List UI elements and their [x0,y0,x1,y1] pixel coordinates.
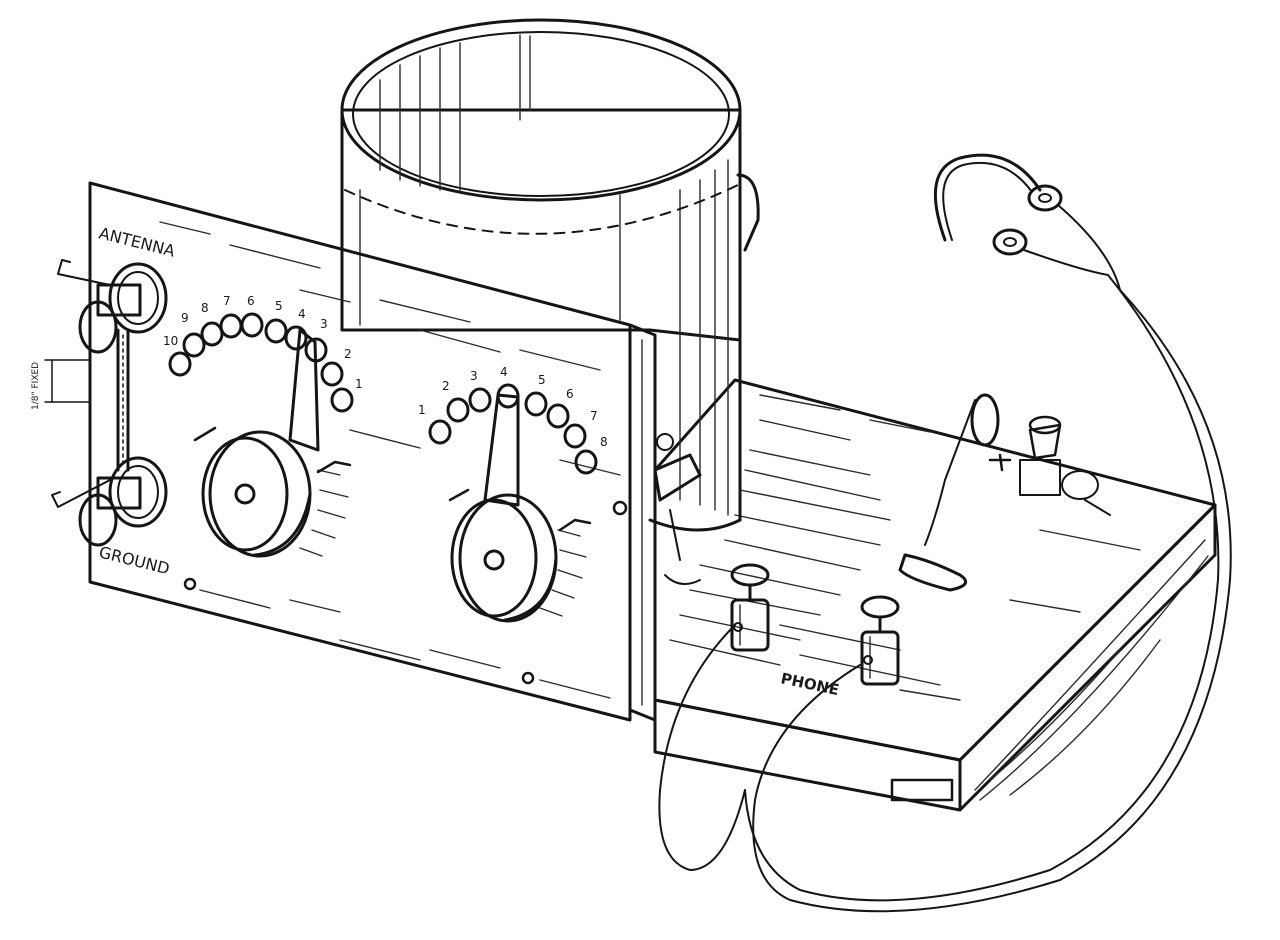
jumper-strip [44,328,130,472]
screw-icon [521,671,535,685]
screw-icon [183,577,197,591]
contact-point [182,332,206,358]
dial-number: 1 [355,377,363,391]
coil-body-shading [359,159,729,516]
contact-point [546,403,570,429]
contact-point [219,313,243,339]
contact-point [284,325,308,351]
dial-number: 8 [600,435,608,449]
contact-point [563,423,587,449]
dial-number: 5 [275,299,283,313]
dial-number: 4 [500,365,508,379]
board-shading [669,394,1141,701]
dial-number: 6 [566,387,574,401]
dial-number: 9 [181,311,189,325]
dial-number: 2 [344,347,352,361]
dial-number: 7 [590,409,598,423]
dial-number: 2 [442,379,450,393]
earpiece-icon [992,228,1028,256]
headphones [658,153,1232,913]
antenna-binding-post[interactable] [57,259,168,354]
contact-point [428,419,452,445]
contact-point [200,321,224,347]
contact-point [168,351,192,377]
front-panel: ANTENNA GROUND 1/8" FIXED [31,181,657,722]
contact-point [574,449,598,475]
dial-number: 1 [418,403,426,417]
contact-point [524,391,548,417]
dial-number: 3 [470,369,478,383]
phone-terminal-left [730,563,770,652]
dial-number: 4 [298,307,306,321]
left-tuning-knob[interactable] [193,328,352,558]
contact-point [264,318,288,344]
contact-point [240,312,264,338]
tuning-coil-cylinder [340,18,760,532]
dial-number: 8 [201,301,209,315]
antenna-label: ANTENNA [97,223,177,260]
phone-terminal-right [860,595,900,686]
fixed-label: 1/8" FIXED [31,362,41,410]
contact-point [320,361,344,387]
dial-number: 5 [538,373,546,387]
dial-number: 6 [247,294,255,308]
ground-label: GROUND [97,542,172,578]
screw-icon [612,500,628,516]
wood-grain [974,539,1209,801]
left-dial-numbers: 10 9 8 7 6 5 4 3 2 1 [163,294,363,391]
right-tuning-knob[interactable] [448,393,592,623]
contact-point [330,387,354,413]
dial-number: 10 [163,334,178,348]
ground-binding-post[interactable] [51,456,168,547]
earpiece-icon [1027,184,1063,212]
phone-label: PHONE [779,669,841,699]
contact-point [468,387,492,413]
dial-number: 7 [223,294,231,308]
crystal-detector [898,393,1111,592]
right-dial-numbers: 1 2 3 4 5 6 7 8 [418,365,608,449]
contact-point [446,397,470,423]
coil-interior-shading [379,34,531,193]
dial-number: 3 [320,317,328,331]
panel-shading [159,221,621,699]
panel-lug [653,433,702,585]
